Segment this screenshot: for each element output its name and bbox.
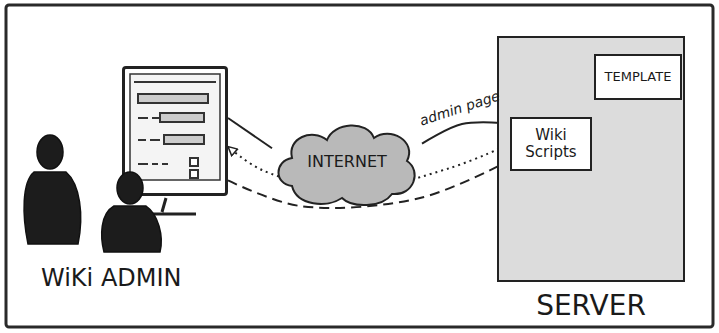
cloud-shape <box>279 125 415 205</box>
node-label: WiKi ADMIN <box>41 265 182 293</box>
node-label: SERVER <box>499 290 683 322</box>
outer-frame <box>6 5 713 327</box>
node-label: TEMPLATE <box>605 70 672 85</box>
server-box: SERVERTEMPLATEWiki Scripts <box>497 36 685 282</box>
scripts-box: Wiki Scripts <box>510 117 592 171</box>
node-label: INTERNET <box>307 153 387 171</box>
person-silhouette <box>24 135 81 244</box>
monitor-screen-content <box>130 74 220 180</box>
admin-workstation: WiKi ADMIN <box>122 66 228 196</box>
internet-cloud: INTERNET <box>272 116 422 208</box>
template-box: TEMPLATE <box>594 54 682 100</box>
connector <box>228 118 272 148</box>
person-silhouette <box>102 172 162 252</box>
node-label: Wiki Scripts <box>516 127 586 162</box>
monitor-stand <box>140 198 196 214</box>
